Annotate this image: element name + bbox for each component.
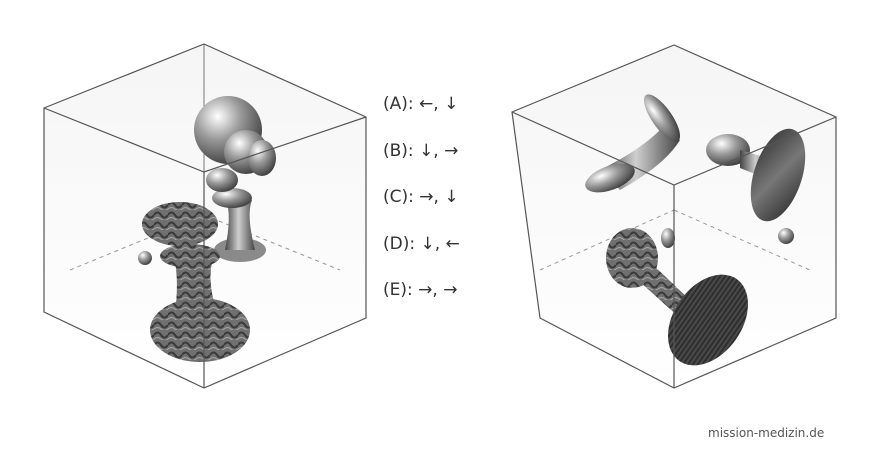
option-b[interactable]: (B): ↓, → [383, 139, 460, 186]
option-label: (B): [383, 140, 414, 161]
left-object [138, 96, 276, 362]
option-label: (E): [383, 280, 413, 300]
option-e[interactable]: (E): →, → [383, 278, 460, 325]
option-d[interactable]: (D): ↓, ← [383, 232, 460, 279]
option-arrows: →, ↓ [419, 187, 459, 207]
right-object [585, 94, 806, 366]
watermark: mission-medizin.de [708, 426, 825, 440]
left-cube [43, 43, 367, 389]
option-c[interactable]: (C): →, ↓ [383, 185, 460, 232]
option-label: (A): [383, 94, 414, 114]
right-cube [511, 44, 837, 389]
answer-options: (A): ←, ↓ (B): ↓, → (C): →, ↓ (D): ↓, ← … [383, 92, 460, 325]
option-arrows: ↓, ← [420, 233, 460, 254]
option-arrows: ←, ↓ [419, 94, 459, 114]
option-label: (D): [383, 233, 416, 254]
option-arrows: →, → [418, 280, 458, 300]
option-a[interactable]: (A): ←, ↓ [383, 92, 460, 139]
option-label: (C): [383, 187, 414, 207]
option-arrows: ↓, → [419, 140, 459, 161]
